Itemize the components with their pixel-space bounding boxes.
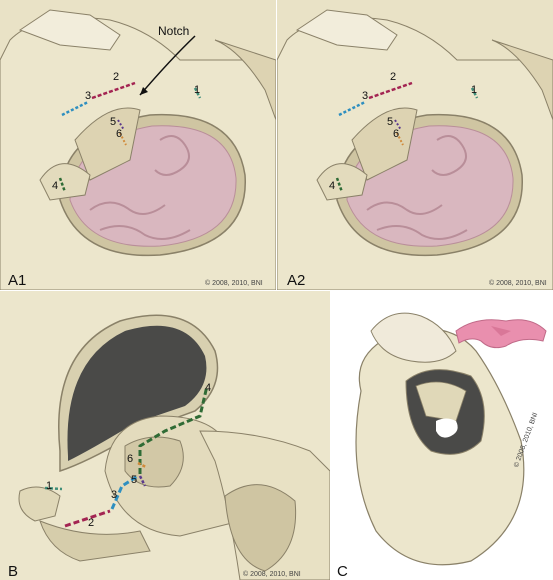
skull-inferior-view-illustration	[331, 291, 553, 580]
panel-label-b: B	[8, 563, 19, 580]
label-6: 6	[393, 128, 400, 140]
panel-a2: 1 2 3 4 5 6 A2 © 2008, 2010, BNI	[277, 0, 553, 290]
panel-a1: Notch 1 2 3 4 5 6 A1 © 2008, 2010, BNI	[0, 0, 276, 290]
label-5: 5	[387, 116, 394, 128]
panel-label-c: C	[337, 563, 348, 580]
label-6: 6	[127, 453, 134, 465]
label-1: 1	[471, 84, 478, 96]
label-3: 3	[85, 90, 92, 102]
label-4: 4	[52, 180, 59, 192]
label-2: 2	[113, 71, 120, 83]
skull-lateral-illustration-a2	[277, 0, 553, 290]
label-1: 1	[46, 480, 53, 492]
panel-b: 1 2 3 4 5 6 B © 2008, 2010, BNI	[0, 291, 330, 580]
label-3: 3	[111, 489, 118, 501]
label-6: 6	[116, 128, 123, 140]
label-4: 4	[205, 382, 212, 394]
label-5: 5	[131, 474, 138, 486]
label-2: 2	[390, 71, 397, 83]
copyright-a1: © 2008, 2010, BNI	[205, 280, 263, 287]
notch-arrow	[139, 35, 196, 96]
label-2: 2	[88, 517, 95, 529]
label-4: 4	[329, 180, 336, 192]
label-5: 5	[110, 116, 117, 128]
panel-label-a2: A2	[287, 272, 306, 289]
skull-orbit-closeup-illustration	[0, 291, 330, 580]
skull-lateral-illustration-a1	[0, 0, 276, 290]
label-3: 3	[362, 90, 369, 102]
panel-label-a1: A1	[8, 272, 27, 289]
panel-c: C © 2008, 2010, BNI	[331, 291, 553, 580]
label-1: 1	[194, 84, 201, 96]
notch-label: Notch	[158, 24, 190, 38]
copyright-b: © 2008, 2010, BNI	[243, 571, 301, 578]
copyright-a2: © 2008, 2010, BNI	[489, 280, 547, 287]
